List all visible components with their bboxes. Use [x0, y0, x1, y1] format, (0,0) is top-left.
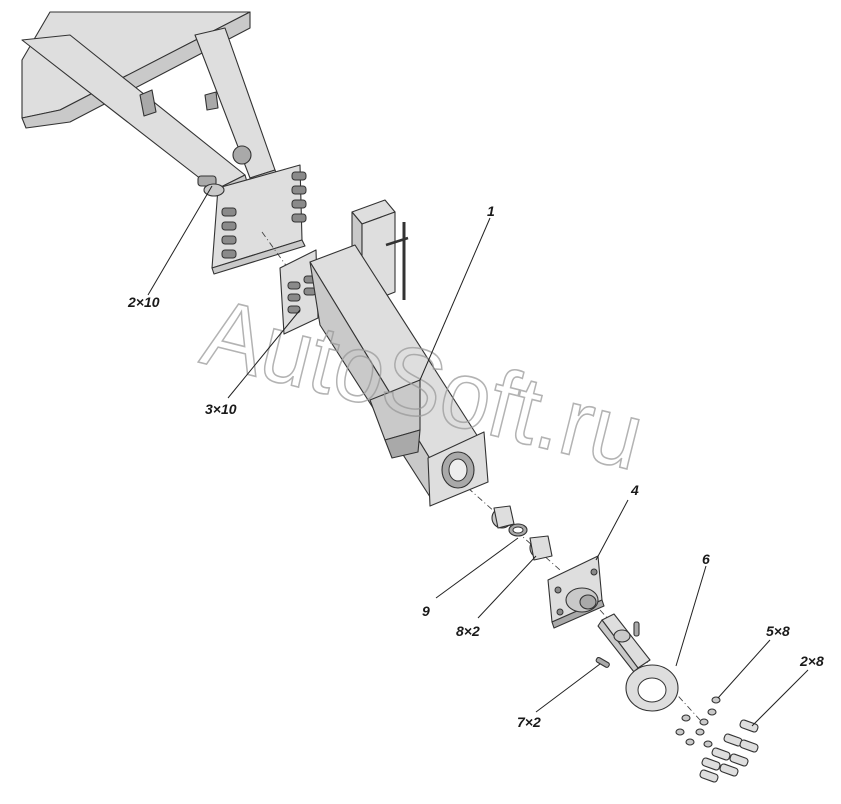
fastener-set	[675, 696, 759, 783]
flange	[547, 555, 605, 629]
callout-8x2: 8×2	[456, 623, 480, 639]
callout-7x2: 7×2	[517, 714, 541, 730]
callout-3x10: 3×10	[205, 401, 237, 417]
trailer-frame	[21, 11, 307, 275]
towing-eye	[595, 613, 679, 712]
drawbar-housing	[279, 199, 489, 507]
callout-labels: 1 2×10 3×10 4 9 8×2 6 5×8 2×8 7×2	[127, 203, 824, 730]
callout-4: 4	[630, 482, 639, 498]
callout-9: 9	[422, 603, 430, 619]
callout-2x10: 2×10	[127, 294, 160, 310]
callout-1: 1	[487, 203, 495, 219]
callout-5x8: 5×8	[766, 623, 790, 639]
callout-6: 6	[702, 551, 710, 567]
leader-lines	[147, 185, 809, 727]
bushings	[491, 505, 553, 561]
callout-2x8: 2×8	[799, 653, 824, 669]
